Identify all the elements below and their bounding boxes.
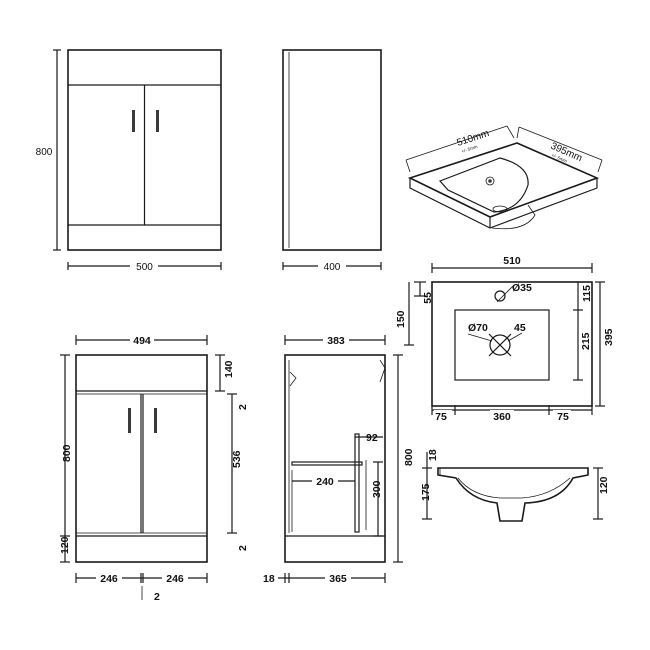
plan-right-mid-label: 215 [580, 332, 592, 350]
waste-angle-label: 45 [514, 322, 526, 334]
basin-depth-tolerance: +/- 5mm [551, 152, 568, 163]
shelf-support [354, 433, 360, 533]
side-elevation-simple: 400 [282, 49, 382, 273]
bowl-underside [491, 204, 536, 230]
basin-plan-view: Ø35 Ø70 45 510 55 150 115 215 395 [395, 255, 615, 423]
waste-plan-icon [489, 334, 511, 356]
detailed-side-depth-label: 383 [327, 335, 345, 347]
plan-width-label: 510 [503, 255, 521, 267]
detailed-gap-bottom-label: 2 [237, 545, 249, 551]
basin-bowl [438, 157, 529, 213]
height-label: 800 [36, 147, 53, 158]
detailed-width-label: 494 [133, 335, 151, 347]
plan-bottom-mid-label: 360 [493, 411, 511, 423]
detailed-gap-top-label: 2 [237, 404, 249, 410]
width-dim-line-3d [405, 125, 508, 161]
section-top-thickness-label: 18 [427, 449, 439, 461]
detailed-top-panel-label: 140 [223, 360, 235, 378]
basin-plan-outline [431, 281, 593, 407]
basin-width-tolerance: +/- 5mm [461, 144, 479, 154]
door-handle-left [132, 110, 135, 132]
detailed-handle-right [154, 408, 157, 433]
plan-bottom-left-label: 75 [435, 411, 447, 423]
tap-hole-icon [485, 176, 495, 186]
detailed-plinth-label: 120 [59, 536, 71, 554]
detailed-handle-left [128, 408, 131, 433]
detailed-center-gap-label: 2 [154, 591, 160, 603]
section-overall-depth-label: 120 [598, 476, 610, 494]
door-handle-right [156, 110, 159, 132]
waste-icon [492, 205, 508, 213]
plan-depth-label: 395 [603, 328, 615, 346]
front-elevation-simple: 800 500 [36, 49, 222, 273]
depth-label: 400 [324, 262, 341, 273]
plan-right-top-label: 115 [581, 285, 593, 302]
width-label: 500 [136, 262, 153, 273]
front-elevation-detailed: 494 800 120 140 2 536 2 246 246 2 [59, 333, 249, 603]
shelf-height-label: 300 [371, 480, 383, 498]
tap-hole-label: Ø35 [512, 282, 532, 294]
back-gap-label: 18 [263, 573, 275, 585]
shelf-width-label: 240 [316, 476, 334, 488]
detailed-side-outline [284, 354, 386, 563]
detailed-side-height-label: 800 [403, 448, 415, 466]
plan-left-offset-label: 150 [395, 310, 407, 328]
shelf-depth-label: 92 [366, 432, 378, 444]
section-bowl-depth-label: 175 [420, 483, 432, 501]
plan-bottom-right-label: 75 [557, 411, 569, 423]
waste-label: Ø70 [468, 322, 488, 334]
shelf-line [291, 461, 363, 466]
basin-plan-bowl [454, 309, 550, 381]
basin-section-outline [437, 467, 589, 522]
detailed-door-height-label: 536 [231, 450, 243, 468]
side-outline [282, 49, 382, 251]
detailed-door-right-label: 246 [166, 573, 184, 585]
side-elevation-detailed: 383 800 92 240 300 18 365 [263, 333, 415, 585]
detailed-height-label: 800 [61, 444, 73, 462]
tap-hole-plan-icon [494, 290, 506, 302]
depth-dim-line-3d [518, 126, 603, 161]
base-depth-label: 365 [329, 573, 347, 585]
basin-isometric: 510mm +/- 5mm 395mm +/- 5mm [405, 125, 603, 230]
basin-section-view: 18 175 120 [420, 449, 610, 522]
detailed-door-left-label: 246 [100, 573, 118, 585]
plan-top-margin-label: 55 [422, 292, 434, 304]
